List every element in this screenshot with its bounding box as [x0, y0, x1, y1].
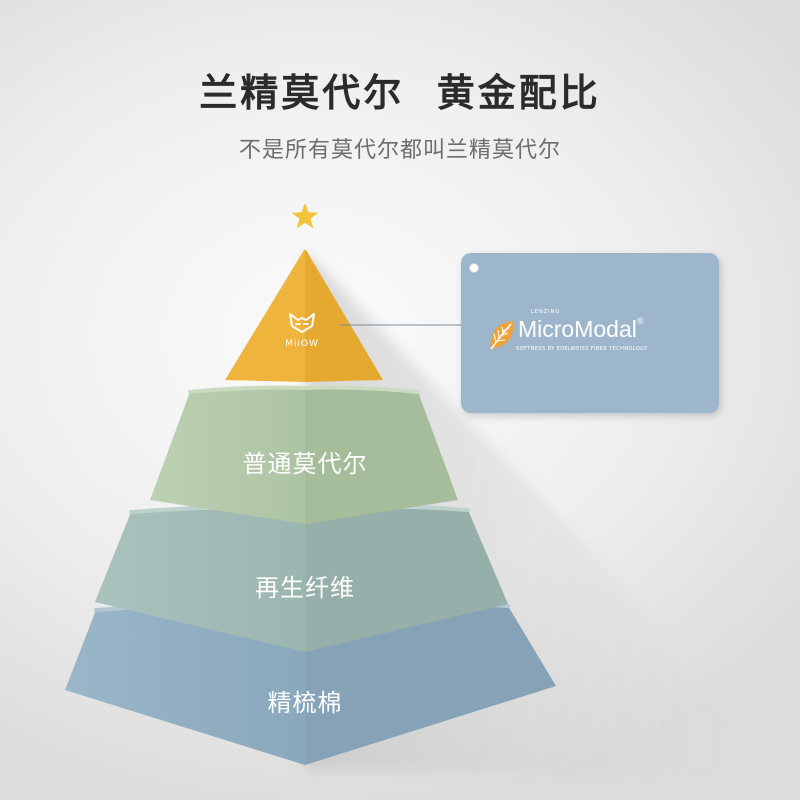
- leaf-icon: [490, 321, 514, 350]
- apex-shape: [225, 250, 383, 382]
- page-subtitle: 不是所有莫代尔都叫兰精莫代尔: [238, 138, 561, 163]
- micromodal-wordmark: MicroModal®: [518, 316, 644, 343]
- lenzing-wordmark: LENZING: [531, 309, 561, 315]
- brand-name: MicroModal: [518, 316, 637, 342]
- tier-1-shape: [150, 385, 458, 524]
- page-title: 兰精莫代尔 黄金配比: [199, 71, 601, 115]
- tag-hole: [469, 263, 479, 273]
- brand-tagline: SOFTNESS BY EDELWEISS FIBER TECHNOLOGY: [516, 346, 648, 352]
- cat-logo-icon: [289, 313, 315, 333]
- micromodal-hangtag: LENZING MicroModal® SOFTNESS BY EDELWEIS…: [461, 253, 719, 413]
- logo-text: MiiOW: [285, 339, 319, 349]
- tier-1-label: 普通莫代尔: [242, 450, 368, 478]
- star-icon: [291, 203, 319, 229]
- tier-3-label: 精梳棉: [267, 689, 343, 717]
- tier-2-label: 再生纤维: [255, 574, 355, 602]
- brand-logo: MiiOW: [270, 312, 334, 349]
- registered-mark: ®: [636, 316, 644, 326]
